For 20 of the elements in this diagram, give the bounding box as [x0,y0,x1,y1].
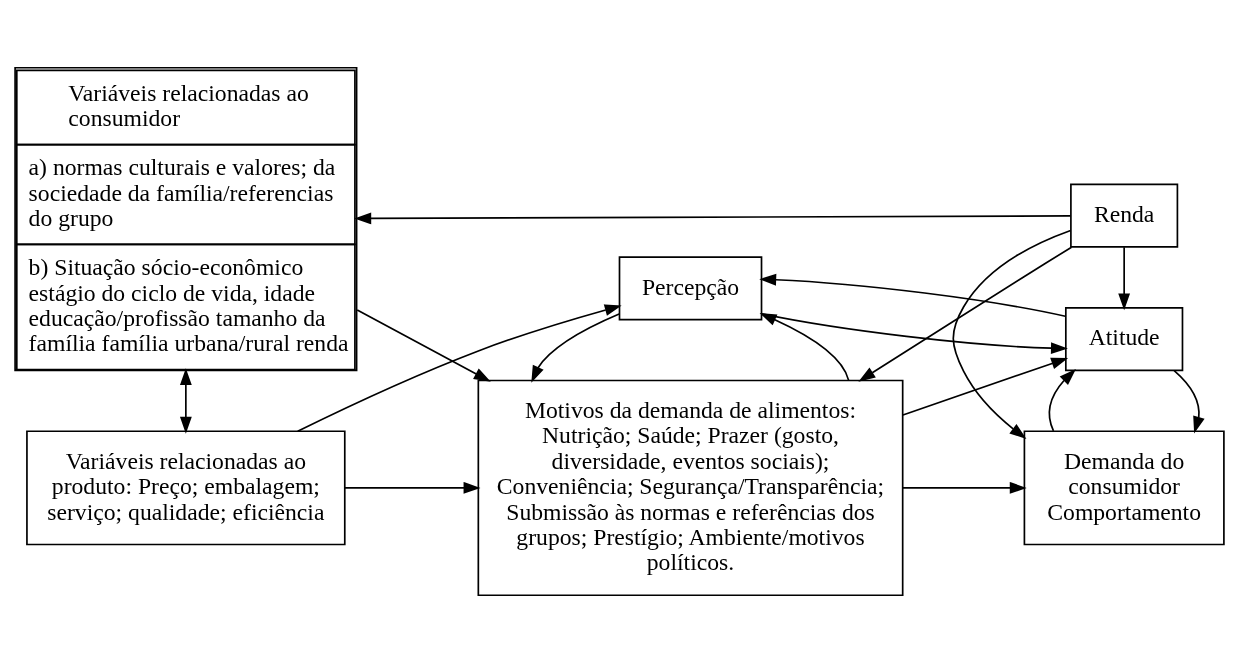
node-box: Percepção [618,255,763,320]
node-box: Demanda do consumidor Comportamento [1023,429,1225,545]
arrow [902,357,1069,416]
node-box: Motivos da demanda de alimentos: Nutrição; Saúde; Prazer (gosto, diversidade, eventos sociais); Conveniência; Segurança/Transparência; Submissão às normas e referências dos grupos; Prestígio; Ambiente/motivos políticos. [477,379,904,596]
arrow [354,212,1072,224]
arrow [902,481,1027,494]
arrow [858,245,1073,382]
node-box: Renda [1070,183,1179,248]
arrow [952,229,1072,439]
arrow [356,308,491,382]
arrow [531,312,620,383]
arrow [1118,246,1131,310]
arrow [1173,369,1205,433]
arrow [296,303,622,432]
node-box: Atitude [1065,306,1184,371]
arrow [1048,368,1076,432]
node-box: Variáveis relacionadas ao produto: Preço; embalagem; serviço; qualidade; eficiência [26,429,346,545]
arrow [343,481,481,494]
arrow [759,273,1067,317]
arrow [179,367,192,434]
